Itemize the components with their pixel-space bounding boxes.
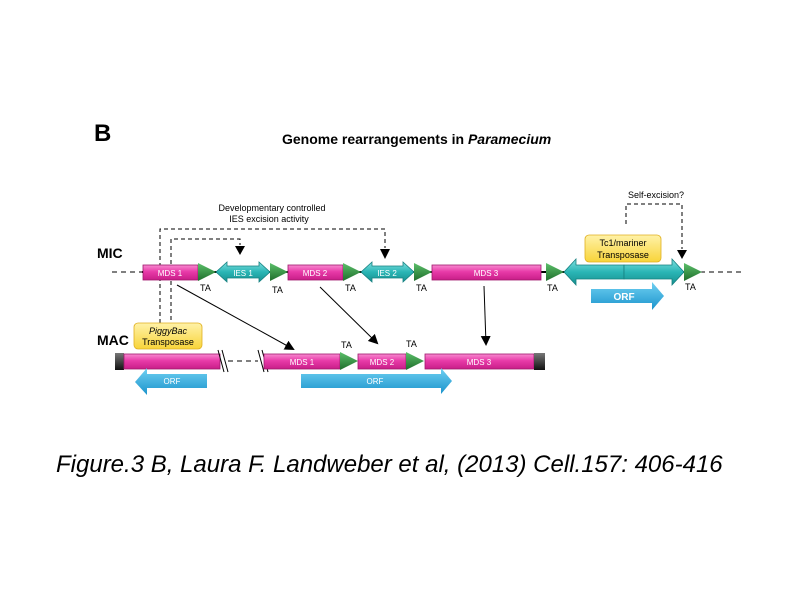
mic-label: MIC	[97, 245, 123, 261]
mac-left-mds-segment	[123, 353, 221, 370]
piggybac-transposase-label: Transposase	[142, 337, 194, 347]
mic-mds-2: MDS 2	[287, 264, 344, 281]
mic-mds-3-label: MDS 3	[474, 269, 499, 278]
ies-activity-label-line1: Developmentary controlled	[218, 203, 325, 213]
ta-repeat-icon	[546, 263, 564, 281]
mac-label: MAC	[97, 332, 129, 348]
mac-main-orf-arrow: ORF	[301, 368, 452, 394]
mic-ies-2: IES 2	[360, 261, 415, 283]
mic-mds-1-label: MDS 1	[158, 269, 183, 278]
mds2-mapping-arrow	[319, 286, 379, 345]
mic-orf-label: ORF	[613, 292, 634, 303]
tc1-transposase-line1: Tc1/mariner	[599, 238, 646, 248]
mac-mds-3: MDS 3	[424, 353, 535, 370]
self-excision-arrowhead	[677, 250, 687, 259]
mds1-mapping-arrow	[176, 284, 295, 350]
mic-mds-2-label: MDS 2	[303, 269, 328, 278]
ta-repeat-icon	[198, 263, 216, 281]
title-prefix: Genome rearrangements in	[282, 131, 468, 147]
ta-label: TA	[341, 340, 352, 350]
ta-repeat-icon	[684, 263, 702, 281]
mac-mds-3-label: MDS 3	[467, 358, 492, 367]
mic-mds-1: MDS 1	[142, 264, 199, 281]
ta-label: TA	[345, 283, 356, 293]
ta-repeat-icon	[343, 263, 361, 281]
piggybac-transposase-box: PiggyBac Transposase	[133, 322, 203, 350]
mds-mapping-arrows	[176, 284, 491, 350]
right-telomere	[534, 353, 545, 370]
ta-label: TA	[200, 283, 211, 293]
mac-mds-1-label: MDS 1	[290, 358, 315, 367]
mac-mds-2: MDS 2	[357, 353, 407, 370]
mac-left-orf-arrow: ORF	[135, 368, 207, 395]
mic-mds-3: MDS 3	[431, 264, 542, 281]
ta-label: TA	[416, 283, 427, 293]
mds3-mapping-arrow	[480, 285, 491, 346]
ta-repeat-icon	[406, 352, 424, 370]
tc1-transposase-line2: Transposase	[597, 250, 649, 260]
panel-letter: B	[94, 120, 112, 147]
mac-left-orf-label: ORF	[164, 377, 181, 386]
ta-repeat-icon	[340, 352, 358, 370]
ta-repeat-icon	[270, 263, 288, 281]
ta-label: TA	[547, 283, 558, 293]
mic-ies-1-label: IES 1	[233, 269, 253, 278]
chromosome-break-left	[217, 349, 229, 373]
mac-mds-2-label: MDS 2	[370, 358, 395, 367]
ies2-activity-arrowhead	[380, 249, 390, 259]
tc1-mariner-transposase-box: Tc1/mariner Transposase	[584, 234, 662, 263]
tc1-mariner-element	[563, 257, 685, 287]
mac-main-orf-label: ORF	[367, 377, 384, 386]
title-organism: Paramecium	[467, 131, 552, 147]
mic-orf-arrow: ORF	[591, 282, 664, 310]
piggybac-label: PiggyBac	[149, 326, 188, 336]
mic-ies-1: IES 1	[215, 261, 271, 283]
ies-activity-label-line2: IES excision activity	[229, 214, 309, 224]
ies1-activity-connector	[170, 238, 241, 348]
ta-label: TA	[272, 285, 283, 295]
self-excision-label: Self-excision?	[628, 190, 684, 200]
left-telomere	[115, 353, 124, 370]
figure-title: Genome rearrangements in Paramecium	[282, 131, 551, 147]
mac-mds-1: MDS 1	[263, 353, 341, 370]
self-excision-connector	[625, 203, 683, 249]
ta-label: TA	[406, 339, 417, 349]
ta-repeat-icon	[414, 263, 432, 281]
ies1-activity-arrowhead	[235, 246, 245, 255]
figure-caption: Figure.3 B, Laura F. Landweber et al, (2…	[56, 451, 723, 478]
mic-ies-2-label: IES 2	[377, 269, 397, 278]
ta-label: TA	[685, 282, 696, 292]
